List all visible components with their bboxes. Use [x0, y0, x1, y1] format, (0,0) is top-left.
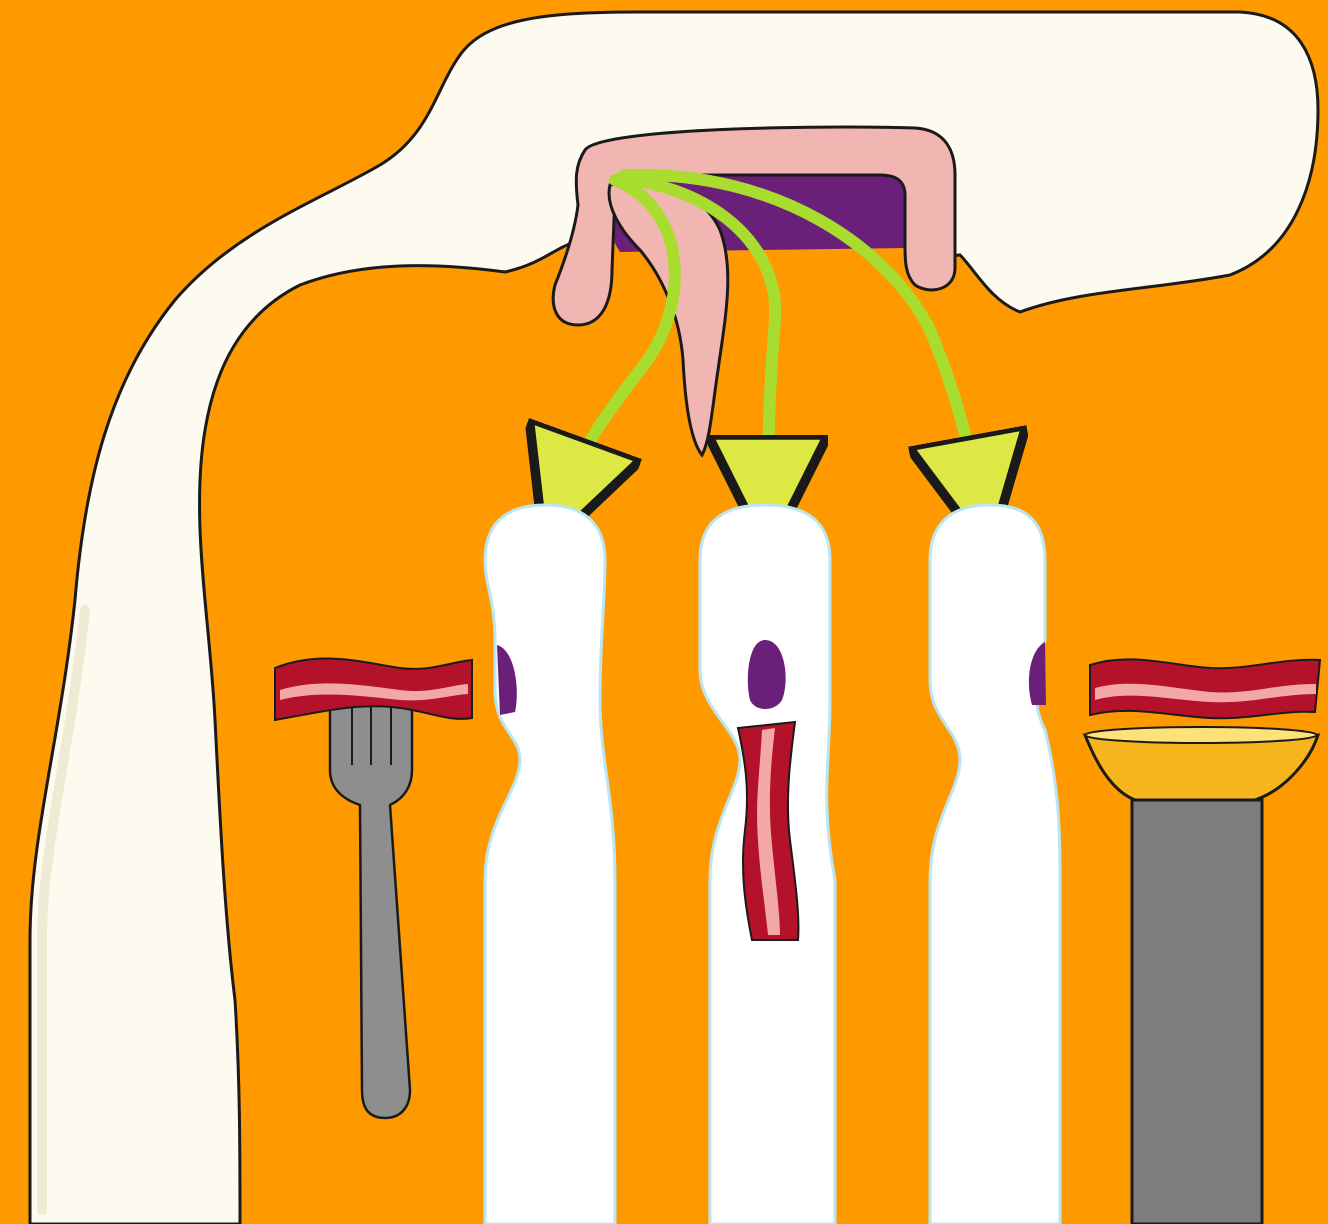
bacon-in-cell — [738, 722, 798, 940]
bacon-on-pedestal — [1090, 659, 1320, 718]
taste-cell-left — [485, 505, 615, 1224]
taste-cell-right — [930, 505, 1060, 1224]
